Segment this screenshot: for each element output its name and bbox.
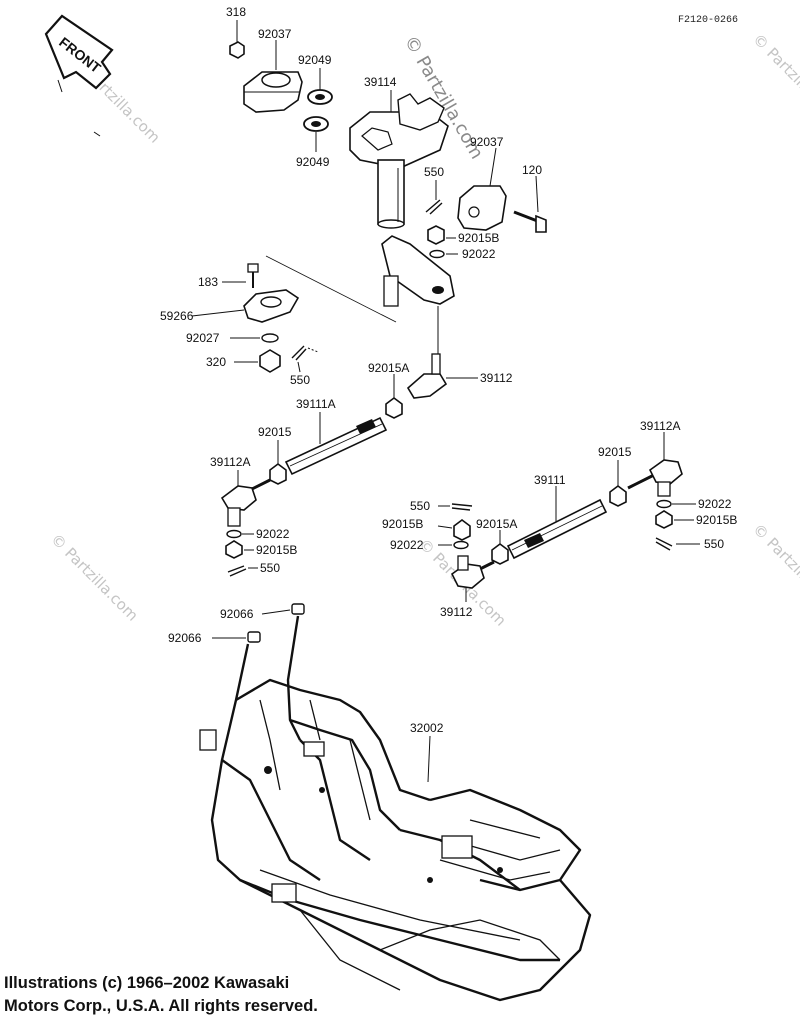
nut-92015A-center bbox=[491, 543, 509, 565]
label-550-right: 550 bbox=[704, 537, 724, 551]
bushing-92049-lower bbox=[303, 116, 329, 132]
label-120: 120 bbox=[522, 163, 542, 177]
bolt-183 bbox=[247, 263, 259, 288]
holder-92037-right bbox=[457, 185, 507, 231]
label-39111A: 39111A bbox=[296, 397, 336, 411]
bolt-120 bbox=[513, 210, 547, 233]
label-39112-lower: 39112 bbox=[440, 605, 473, 619]
label-92027: 92027 bbox=[186, 331, 220, 345]
nut-92015B-center bbox=[453, 519, 471, 541]
washer-92022-left bbox=[226, 529, 242, 539]
nut-92015B-left bbox=[225, 540, 243, 559]
label-39112A-right: 39112A bbox=[640, 419, 680, 433]
plug-92066-a bbox=[291, 603, 305, 615]
label-92022-center: 92022 bbox=[390, 538, 424, 552]
label-39112-mid: 39112 bbox=[480, 371, 513, 385]
nut-92015A-mid bbox=[385, 397, 403, 419]
cotter-pin-550-upper bbox=[425, 199, 443, 215]
washer-92022-upper bbox=[429, 249, 445, 259]
label-550-center: 550 bbox=[410, 499, 430, 513]
holder-92037-top bbox=[243, 71, 303, 113]
cotter-pin-550-mid bbox=[291, 345, 319, 361]
tie-rod-39111A bbox=[284, 416, 388, 476]
label-92015A-mid: 92015A bbox=[368, 361, 409, 375]
label-318: 318 bbox=[226, 5, 246, 19]
label-92037-top: 92037 bbox=[258, 27, 292, 41]
label-92015B-center: 92015B bbox=[382, 517, 423, 531]
label-39112A-left: 39112A bbox=[210, 455, 250, 469]
watermark: © Partzilla.com bbox=[749, 520, 800, 615]
cotter-pin-550-right bbox=[655, 537, 673, 551]
label-92015B-right: 92015B bbox=[696, 513, 737, 527]
pitman-arm bbox=[381, 235, 455, 354]
collar-92027 bbox=[261, 333, 279, 343]
tie-rod-end-39112-lower bbox=[450, 555, 495, 589]
label-39111: 39111 bbox=[534, 473, 566, 487]
label-550-upper: 550 bbox=[424, 165, 444, 179]
label-92015B-left: 92015B bbox=[256, 543, 297, 557]
nut-318 bbox=[229, 41, 245, 59]
tie-rod-end-39112A-left bbox=[220, 478, 271, 527]
cotter-pin-550-center bbox=[451, 503, 473, 511]
nut-92015B-upper bbox=[427, 225, 445, 245]
label-92022-left: 92022 bbox=[256, 527, 290, 541]
cotter-pin-550-left bbox=[227, 565, 247, 577]
tie-rod-39111 bbox=[506, 498, 608, 560]
label-92015-right: 92015 bbox=[598, 445, 632, 459]
bushing-92049-upper bbox=[307, 89, 333, 105]
steering-column-39114 bbox=[349, 93, 449, 229]
watermark: © Partzilla.com bbox=[47, 530, 142, 625]
nut-92015-left bbox=[269, 463, 287, 485]
copyright-line-1: Illustrations (c) 1966–2002 Kawasaki bbox=[4, 974, 290, 992]
label-92049-bottom: 92049 bbox=[296, 155, 330, 169]
bearing-59266 bbox=[243, 289, 300, 323]
label-92022-right: 92022 bbox=[698, 497, 732, 511]
plug-92066-b bbox=[247, 631, 261, 643]
label-92049-top: 92049 bbox=[298, 53, 332, 67]
label-550-mid: 550 bbox=[290, 373, 310, 387]
nut-92015-right bbox=[609, 485, 627, 507]
label-550-left: 550 bbox=[260, 561, 280, 575]
label-92022-upper: 92022 bbox=[462, 247, 496, 261]
label-92037-right: 92037 bbox=[470, 135, 504, 149]
washer-92022-right bbox=[656, 499, 672, 509]
label-320: 320 bbox=[206, 355, 226, 369]
reference-code: F2120-0266 bbox=[678, 15, 738, 26]
nut-92015B-right bbox=[655, 510, 673, 529]
label-92066-a: 92066 bbox=[220, 607, 254, 621]
label-92015B-upper: 92015B bbox=[458, 231, 499, 245]
label-92015A-center: 92015A bbox=[476, 517, 517, 531]
label-59266: 59266 bbox=[160, 309, 194, 323]
frame-32002 bbox=[199, 615, 592, 1002]
front-arrow-icon: FRONT bbox=[44, 14, 114, 137]
watermark: © Partzilla.com bbox=[749, 30, 800, 125]
tie-rod-end-39112-upper bbox=[406, 353, 478, 399]
label-92015-left: 92015 bbox=[258, 425, 292, 439]
nut-320 bbox=[259, 349, 281, 373]
label-39114: 39114 bbox=[364, 75, 397, 89]
label-32002: 32002 bbox=[410, 721, 444, 735]
label-92066-b: 92066 bbox=[168, 631, 202, 645]
copyright-line-2: Motors Corp., U.S.A. All rights reserved… bbox=[4, 997, 318, 1015]
tie-rod-end-39112A-right bbox=[627, 459, 683, 497]
label-183: 183 bbox=[198, 275, 218, 289]
washer-92022-center bbox=[453, 540, 469, 550]
